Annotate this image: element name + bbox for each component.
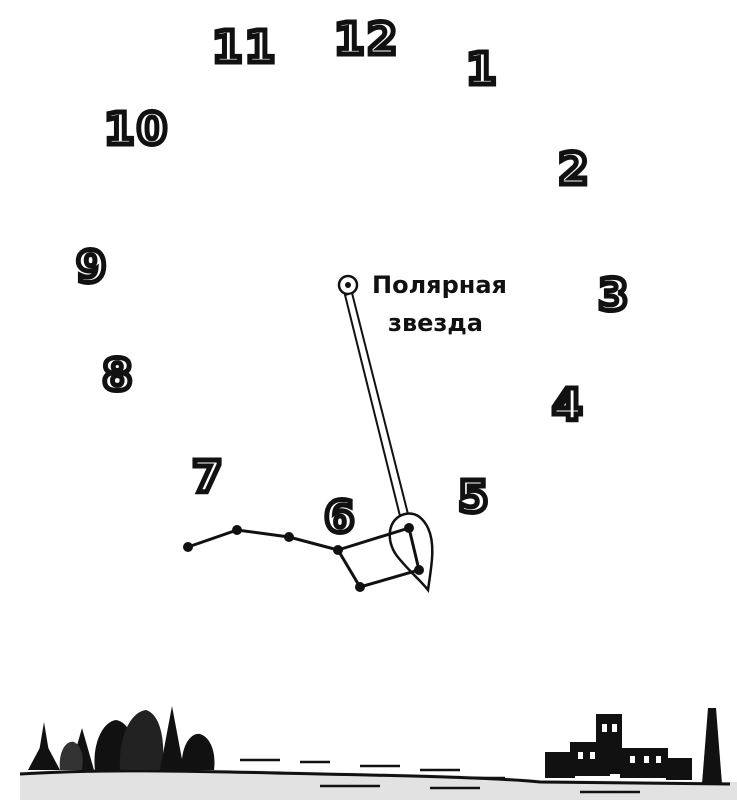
star-merak [414,565,424,575]
clock-number-9: 9 [74,242,110,293]
clock-number-4: 4 [550,380,586,431]
building-windows [578,724,661,763]
big-dipper-stars [183,523,424,592]
clock-number-2: 2 [556,144,592,195]
big-dipper-handle [187,528,339,552]
big-dipper [187,526,421,589]
clock-number-3: 3 [596,270,632,321]
clock-number-12: 12 [331,14,400,65]
star-dubhe [404,523,414,533]
polaris-label-line2: звезда [388,309,483,337]
star-alioth [284,532,294,542]
clock-number-6: 6 [322,492,358,543]
clock-number-5: 5 [456,472,492,523]
star-phecda [355,582,365,592]
terrain-dashes [240,758,640,794]
clock-number-7: 7 [190,452,226,503]
clock-hand [343,291,434,594]
clock-number-10: 10 [101,104,170,155]
clock-number-8: 8 [100,350,136,401]
buildings [545,708,722,784]
clock-number-1: 1 [464,44,500,95]
star-mizar [232,525,242,535]
horizon-landscape [19,706,737,800]
star-alkaid [183,542,193,552]
tree-line [28,706,215,770]
star-megrez [333,545,343,555]
polaris-label-line1: Полярная [372,271,507,299]
clock-number-11: 11 [209,22,278,73]
polaris-star [337,274,359,296]
